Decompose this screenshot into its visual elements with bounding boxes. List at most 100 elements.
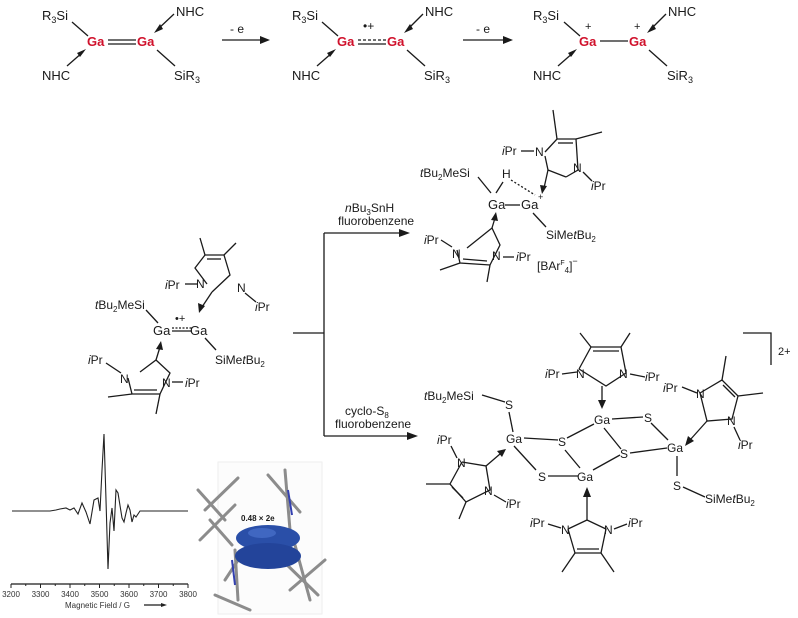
svg-text:tBu2MeSi: tBu2MeSi — [95, 298, 145, 314]
svg-text:N: N — [604, 523, 613, 537]
spin-density-orbital-image: 0.48 × 2e — [196, 461, 327, 615]
svg-text:SiMetBu2: SiMetBu2 — [705, 492, 755, 508]
reagent-tin-hydride: nBu3SnH — [345, 201, 394, 217]
svg-text:S: S — [538, 470, 546, 484]
label-nhc: NHC — [42, 68, 70, 83]
dication: R3Si Ga + Ga + NHC NHC SiR3 — [533, 4, 696, 85]
svg-text:N: N — [196, 277, 205, 291]
svg-text:R3Si: R3Si — [292, 8, 318, 25]
svg-text:NHC: NHC — [292, 68, 320, 83]
svg-text:N: N — [727, 414, 736, 428]
reagent-oxidation-1: - e — [230, 22, 244, 36]
svg-text:S: S — [505, 398, 513, 412]
charge-bracket — [743, 332, 772, 365]
svg-text:iPr: iPr — [545, 367, 560, 381]
svg-text:Ga: Ga — [488, 197, 506, 212]
center-radical-cation: iPr N N iPr tBu2MeSi Ga •+ Ga SiMetBu2 i… — [88, 237, 270, 415]
hydride-bridged-product: iPr N N iPr tBu2MeSi H Ga Ga + SiMetBu2 … — [420, 109, 606, 283]
svg-text:iPr: iPr — [424, 233, 439, 247]
x-tick-label: 3600 — [120, 590, 138, 599]
epr-spectrum: 3200 3300 3400 3500 3600 3700 3800 Magnetic Fi… — [0, 433, 197, 618]
x-tick-label: 3500 — [91, 590, 109, 599]
svg-text:N: N — [162, 376, 171, 390]
svg-text:Ga: Ga — [577, 470, 593, 484]
x-tick-label: 3200 — [2, 590, 20, 599]
epr-trace — [12, 433, 188, 570]
svg-text:S: S — [620, 447, 628, 461]
svg-text:iPr: iPr — [530, 516, 545, 530]
ga-atom: Ga — [153, 323, 171, 338]
svg-text:iPr: iPr — [628, 516, 643, 530]
svg-text:+: + — [585, 21, 591, 33]
svg-text:N: N — [237, 281, 246, 295]
svg-text:iPr: iPr — [506, 497, 521, 511]
counter-anion: [BArF4]− — [537, 256, 578, 275]
ga-atom: Ga — [87, 34, 105, 49]
svg-text:iPr: iPr — [88, 353, 103, 367]
orbital-occupancy-label: 0.48 × 2e — [241, 514, 275, 523]
svg-text:+: + — [634, 21, 640, 33]
svg-text:N: N — [535, 145, 544, 159]
svg-text:iPr: iPr — [255, 300, 270, 314]
reagent-cyclo-s8: cyclo-S8 — [345, 404, 389, 420]
neutral-digallene: R3Si Ga Ga NHC NHC SiR3 — [42, 4, 204, 85]
label-nhc: NHC — [176, 4, 204, 19]
svg-text:•+: •+ — [175, 313, 185, 325]
svg-text:iPr: iPr — [645, 370, 660, 384]
svg-text:S: S — [673, 479, 681, 493]
svg-text:Ga: Ga — [337, 34, 355, 49]
svg-text:N: N — [576, 367, 585, 381]
svg-text:iPr: iPr — [516, 250, 531, 264]
svg-text:SiMetBu2: SiMetBu2 — [215, 353, 265, 369]
svg-text:H: H — [502, 167, 511, 181]
radical-cation: R3Si Ga •+ Ga NHC NHC SiR3 — [292, 4, 453, 85]
svg-text:SiR3: SiR3 — [424, 68, 450, 85]
svg-text:S: S — [644, 411, 652, 425]
x-axis-label: Magnetic Field / G — [65, 601, 130, 610]
svg-text:iPr: iPr — [437, 433, 452, 447]
svg-text:Ga: Ga — [387, 34, 405, 49]
svg-text:N: N — [696, 387, 705, 401]
svg-text:N: N — [619, 367, 628, 381]
label-r3si: R3Si — [42, 8, 68, 25]
solvent-label-lower: fluorobenzene — [335, 417, 411, 431]
svg-text:Ga: Ga — [629, 34, 647, 49]
x-tick-label: 3800 — [179, 590, 197, 599]
svg-text:iPr: iPr — [502, 144, 517, 158]
svg-text:N: N — [452, 247, 461, 261]
ga-atom: Ga — [190, 323, 208, 338]
svg-text:S: S — [558, 435, 566, 449]
svg-text:N: N — [561, 523, 570, 537]
svg-text:tBu2MeSi: tBu2MeSi — [424, 389, 474, 405]
arrow-lower — [407, 432, 418, 440]
svg-text:N: N — [457, 456, 466, 470]
svg-text:NHC: NHC — [533, 68, 561, 83]
svg-text:iPr: iPr — [738, 438, 753, 452]
solvent-label-upper: fluorobenzene — [338, 214, 414, 228]
arrow-upper — [399, 229, 410, 237]
x-tick-label: 3300 — [32, 590, 50, 599]
svg-text:tBu2MeSi: tBu2MeSi — [420, 166, 470, 182]
svg-text:iPr: iPr — [591, 179, 606, 193]
svg-text:iPr: iPr — [165, 278, 180, 292]
ga-atom: Ga — [137, 34, 155, 49]
svg-text:+: + — [538, 192, 543, 202]
svg-text:iPr: iPr — [663, 381, 678, 395]
svg-text:N: N — [492, 249, 501, 263]
label-sir3: SiR3 — [174, 68, 200, 85]
svg-text:NHC: NHC — [425, 4, 453, 19]
svg-text:2+: 2+ — [778, 346, 791, 358]
svg-text:Ga: Ga — [506, 432, 522, 446]
svg-text:Ga: Ga — [594, 413, 610, 427]
svg-text:Ga: Ga — [667, 441, 683, 455]
svg-text:N: N — [484, 484, 493, 498]
svg-text:R3Si: R3Si — [533, 8, 559, 25]
x-tick-label: 3700 — [150, 590, 168, 599]
svg-text:NHC: NHC — [668, 4, 696, 19]
svg-text:N: N — [573, 161, 582, 175]
svg-text:N: N — [120, 372, 129, 386]
svg-text:Ga: Ga — [579, 34, 597, 49]
sulfur-bridged-dication: 2+ iPr N N iPr tBu2MeSi S Ga S Ga S S Ga… — [424, 332, 791, 573]
x-tick-label: 3400 — [61, 590, 79, 599]
